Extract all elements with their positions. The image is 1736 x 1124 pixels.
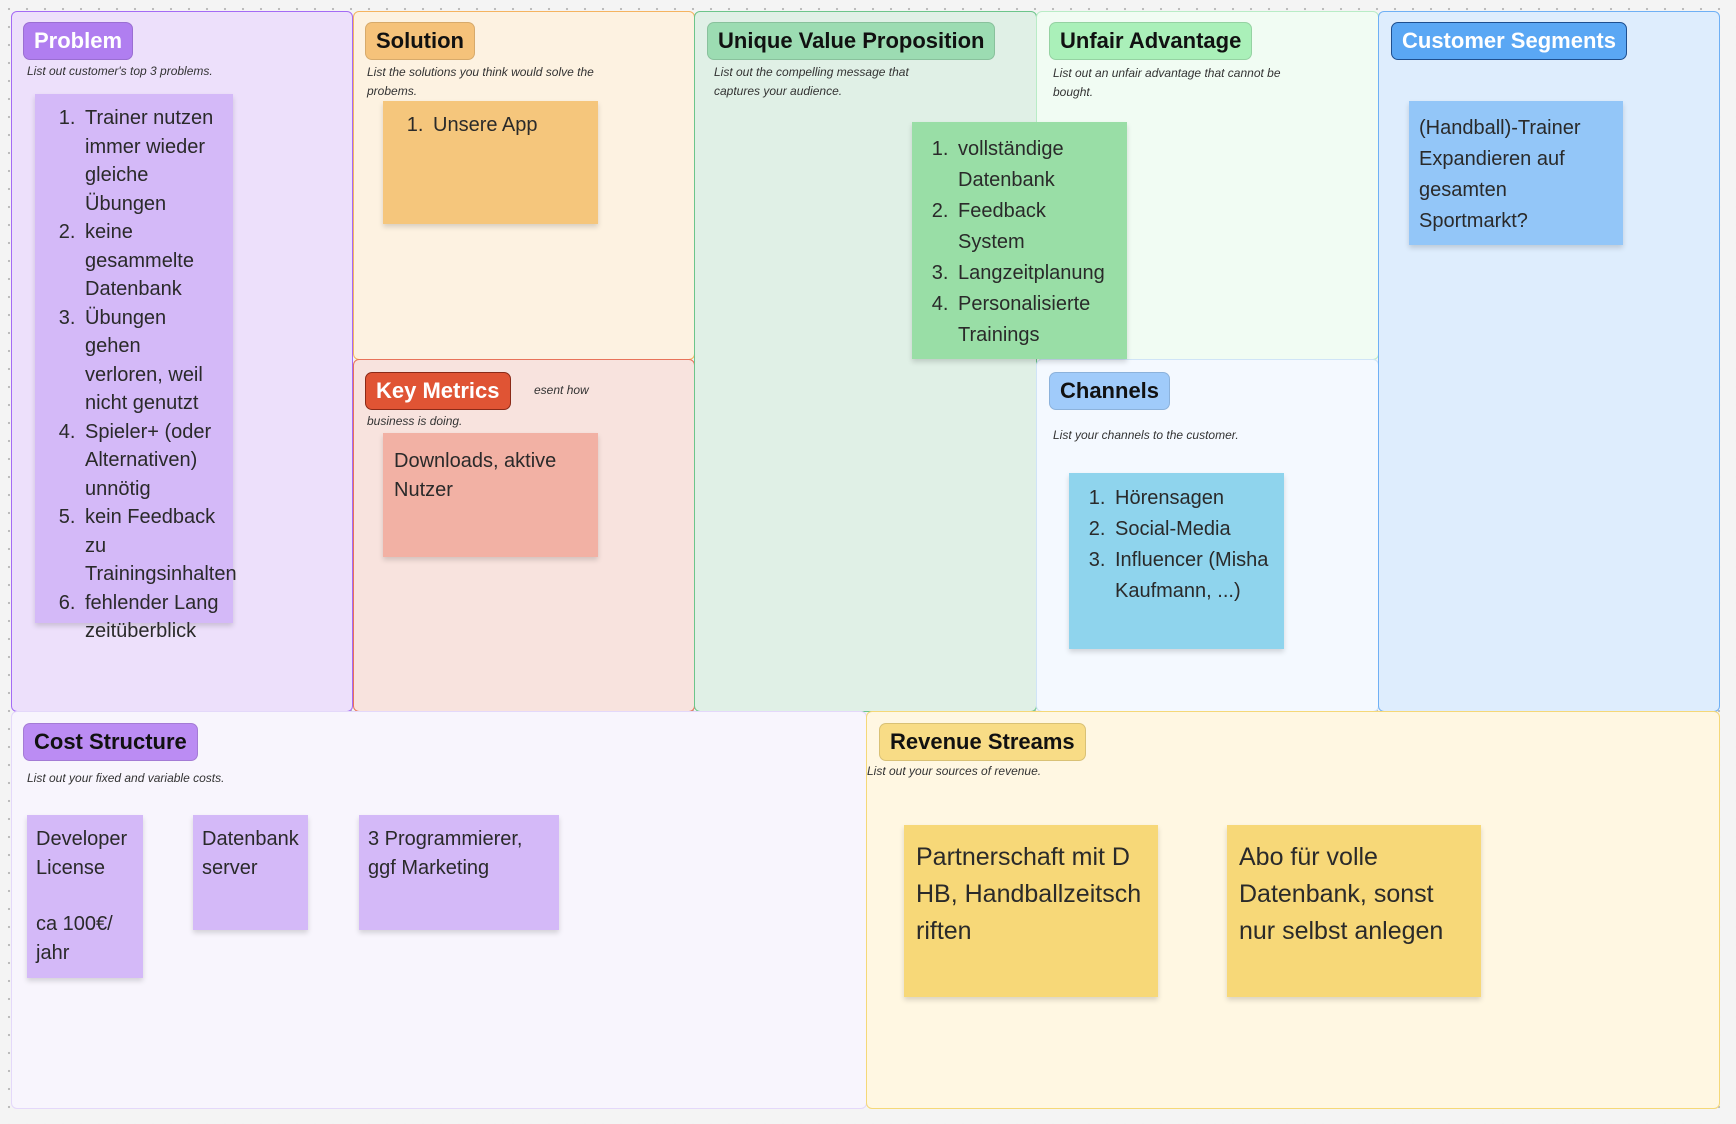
list-item: Übungen gehen verloren, weil nicht genut… bbox=[81, 304, 221, 418]
problem-sticky-note[interactable]: Trainer nutzen immer wieder gleiche Übun… bbox=[35, 94, 237, 642]
problem-description: List out customer's top 3 problems. bbox=[27, 64, 213, 78]
revenue-sticky-note[interactable]: Abo für volle Datenbank, sonst nur selbs… bbox=[1227, 825, 1481, 997]
customer-segments-label[interactable]: Customer Segments bbox=[1391, 22, 1627, 60]
list-item: Hörensagen bbox=[1111, 483, 1274, 514]
uvp-section bbox=[694, 11, 1037, 712]
list-item: fehlender Langzeitüberblick bbox=[81, 589, 221, 646]
list-item: Trainer nutzen immer wieder gleiche Übun… bbox=[81, 104, 221, 218]
unfair-advantage-description: List out an unfair advantage that cannot… bbox=[1053, 66, 1281, 99]
problem-list: Trainer nutzen immer wieder gleiche Übun… bbox=[47, 104, 237, 646]
solution-description: List the solutions you think would solve… bbox=[367, 65, 594, 98]
list-item: Personalisierte Trainings bbox=[954, 289, 1117, 351]
cost-note-text: Developer License bbox=[36, 828, 128, 879]
cost-structure-description: List out your fixed and variable costs. bbox=[27, 771, 225, 785]
uvp-description: List out the compelling message that cap… bbox=[714, 65, 909, 98]
list-item: Social-Media bbox=[1111, 514, 1274, 545]
uvp-list: vollständige Datenbank Feedback System L… bbox=[922, 134, 1117, 351]
key-metrics-description-line2: business is doing. bbox=[367, 414, 463, 428]
key-metrics-description-line1: esent how bbox=[534, 383, 589, 397]
list-item: Influencer (Misha Kaufmann, ...) bbox=[1111, 545, 1274, 607]
list-item: keine gesammelte Datenbank bbox=[81, 218, 221, 304]
cost-sticky-note[interactable]: Datenbank server bbox=[193, 815, 308, 930]
list-item: Spieler+ (oder Alternativen) unnötig bbox=[81, 418, 221, 504]
revenue-streams-label[interactable]: Revenue Streams bbox=[879, 723, 1086, 761]
channels-sticky-note[interactable]: Hörensagen Social-Media Influencer (Mish… bbox=[1069, 473, 1284, 649]
list-item: vollständige Datenbank bbox=[954, 134, 1117, 196]
customer-segments-sticky-note[interactable]: (Handball)-Trainer Expandieren auf gesam… bbox=[1409, 101, 1623, 245]
cost-sticky-note[interactable]: Developer License ca 100€/ jahr bbox=[27, 815, 143, 978]
solution-sticky-note[interactable]: Unsere App bbox=[383, 101, 598, 224]
list-item: kein Feedback zu Trainingsinhalten bbox=[81, 503, 237, 589]
unfair-advantage-label[interactable]: Unfair Advantage bbox=[1049, 22, 1253, 60]
revenue-sticky-note[interactable]: Partnerschaft mit DHB, Handballzeitschri… bbox=[904, 825, 1158, 997]
channels-label[interactable]: Channels bbox=[1049, 372, 1171, 410]
channels-description: List your channels to the customer. bbox=[1053, 428, 1239, 442]
cost-note-text: Datenbank server bbox=[202, 828, 299, 879]
uvp-label[interactable]: Unique Value Proposition bbox=[707, 22, 996, 60]
uvp-sticky-note[interactable]: vollständige Datenbank Feedback System L… bbox=[912, 122, 1127, 359]
key-metrics-label[interactable]: Key Metrics bbox=[365, 372, 511, 410]
cost-note-amount: ca 100€/ jahr bbox=[36, 913, 113, 964]
cost-note-text: 3 Programmierer, ggf Marketing bbox=[368, 828, 523, 879]
cost-structure-label[interactable]: Cost Structure bbox=[23, 723, 198, 761]
problem-label[interactable]: Problem bbox=[23, 22, 134, 60]
list-item: Feedback System bbox=[954, 196, 1117, 258]
channels-list: Hörensagen Social-Media Influencer (Mish… bbox=[1079, 483, 1274, 607]
solution-list: Unsere App bbox=[395, 111, 586, 140]
cost-sticky-note[interactable]: 3 Programmierer, ggf Marketing bbox=[359, 815, 559, 930]
list-item: Langzeitplanung bbox=[954, 258, 1117, 289]
list-item: Unsere App bbox=[429, 111, 586, 140]
solution-label[interactable]: Solution bbox=[365, 22, 475, 60]
revenue-streams-description: List out your sources of revenue. bbox=[867, 764, 1042, 778]
key-metrics-sticky-note[interactable]: Downloads, aktive Nutzer bbox=[383, 433, 598, 557]
